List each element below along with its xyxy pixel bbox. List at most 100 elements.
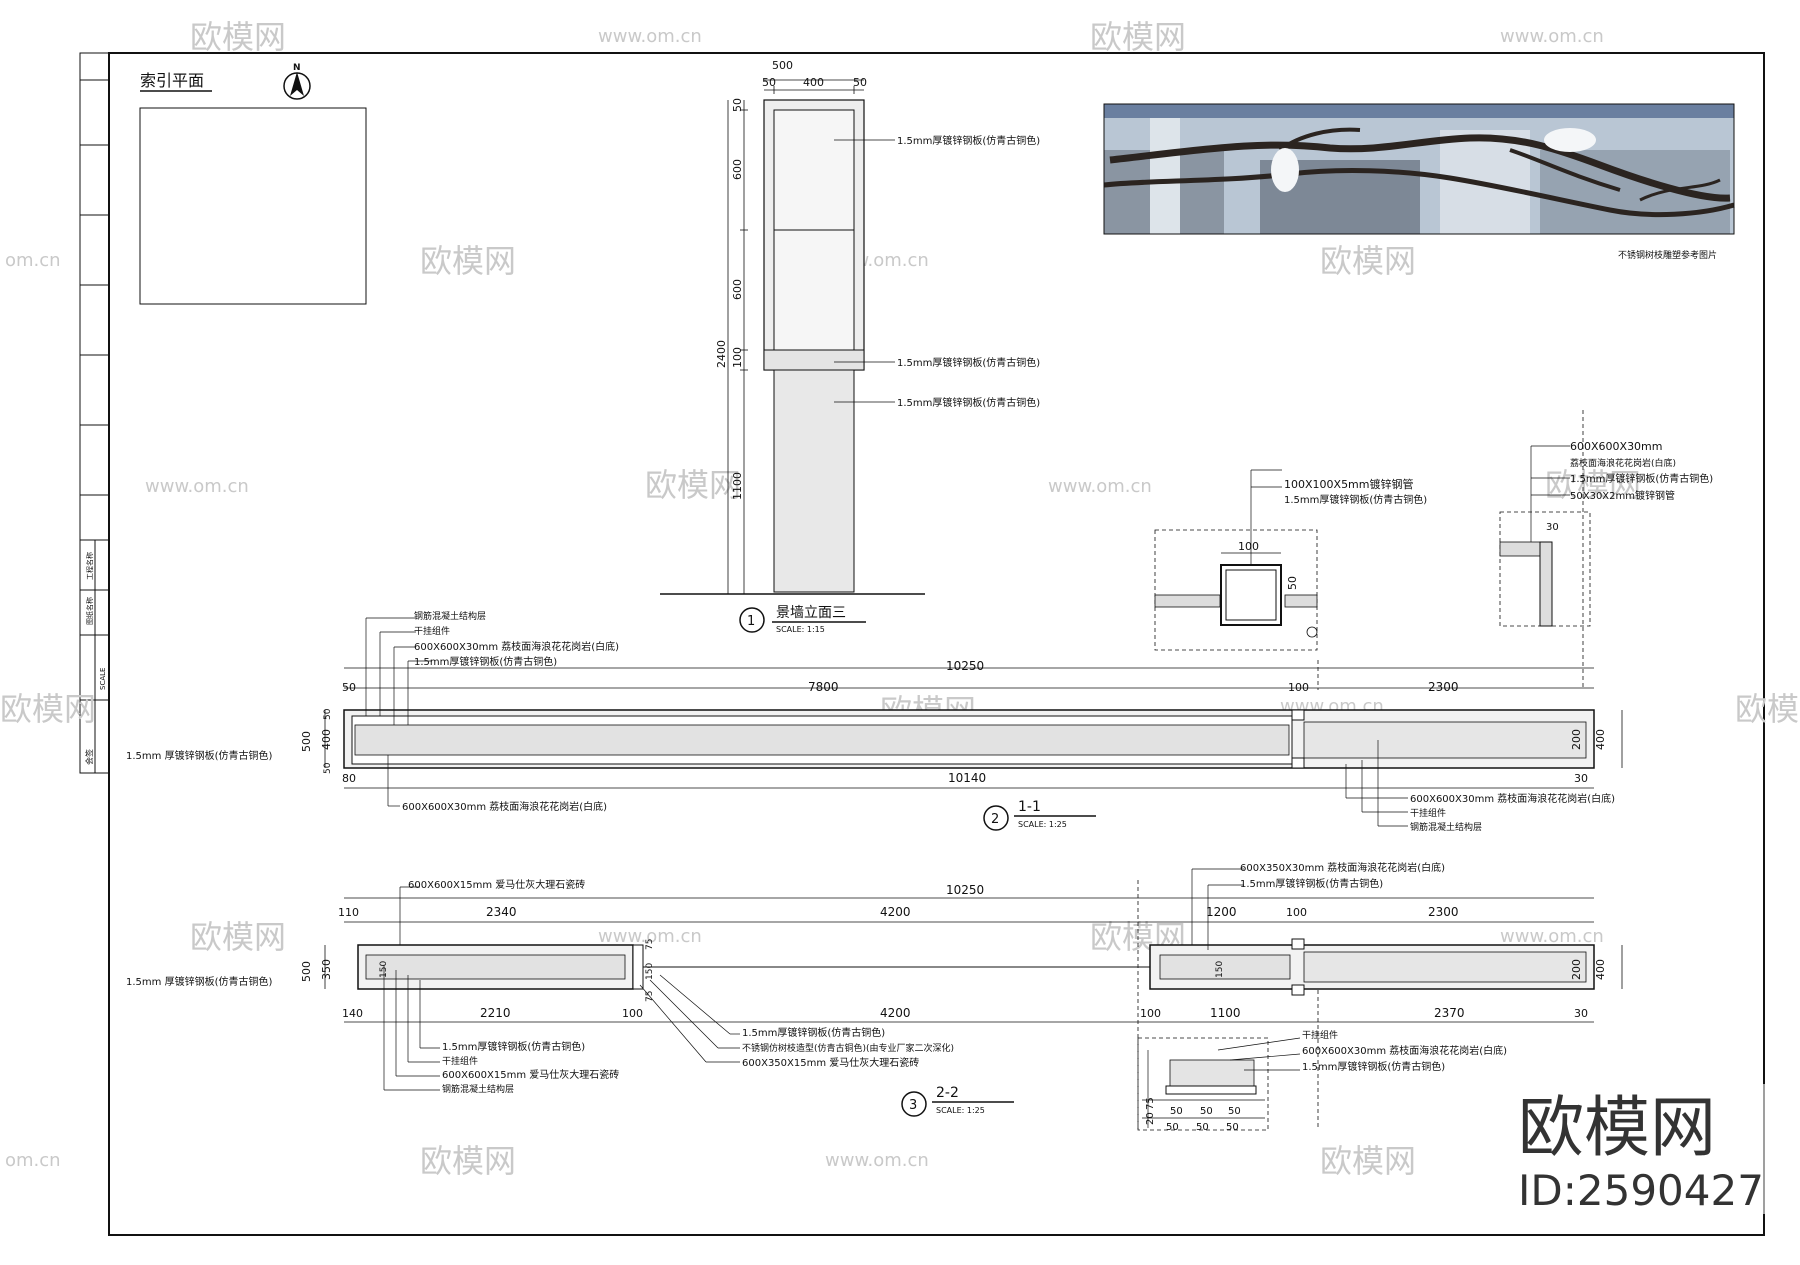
elev-dim-side-0: 50	[731, 98, 744, 112]
watermark-url: www.om.cn	[598, 26, 702, 47]
s2-dim-bottom-6: 2370	[1434, 1006, 1465, 1020]
s1-dim-bottom-2: 30	[1574, 772, 1588, 785]
section-1-wall	[324, 410, 1623, 827]
s1-dim-top-1: 50	[342, 681, 356, 694]
elevation-wall	[660, 79, 925, 595]
s1-title: 1-1	[1018, 799, 1041, 815]
s1-callout-top-2: 600X600X30mm 荔枝面海浪花花岗岩(白底)	[414, 640, 619, 653]
s2-dim-top-4: 1200	[1206, 905, 1237, 919]
s2-detail-dim-3: 50	[1166, 1122, 1179, 1133]
index-plan-title: 索引平面	[140, 71, 204, 90]
s2-dim-bottom-5: 1100	[1210, 1006, 1241, 1020]
section-2-wall	[324, 868, 1623, 1131]
s1-dim-right-1: 400	[1594, 729, 1607, 750]
s2-dim-bottom-1: 2210	[480, 1006, 511, 1020]
s2-dim-right-2: 400	[1594, 959, 1607, 980]
s2-dim-side-0: 500	[300, 961, 313, 982]
elev-dim-side-5: 2400	[715, 340, 728, 368]
photo-caption: 不锈钢树枝雕塑参考图片	[1618, 249, 1717, 261]
elev-callout-0: 1.5mm厚镀锌钢板(仿青古铜色)	[897, 134, 1040, 147]
watermarks: 欧模网 www.om.cn 欧模网 www.om.cn 欧模网 www.om.c…	[0, 18, 1800, 1180]
s2-callout-bottom-right-1: 600X600X30mm 荔枝面海浪花花岗岩(白底)	[1302, 1044, 1507, 1057]
s1-callout-bottom: 600X600X30mm 荔枝面海浪花花岗岩(白底)	[402, 800, 607, 813]
watermark-url-short: om.cn	[5, 1150, 61, 1171]
watermark-brand: 欧模网	[190, 918, 286, 956]
s1-callout-right-2: 钢筋混凝土结构层	[1410, 821, 1482, 833]
s1-callout-top-1: 干挂组件	[414, 625, 450, 637]
s2-dim-top-5: 100	[1286, 906, 1307, 919]
s2-title: 2-2	[936, 1085, 959, 1101]
s2-callout-top-right-0: 600X350X30mm 荔枝面海浪花花岗岩(白底)	[1240, 861, 1445, 874]
s2-callout-left: 1.5mm 厚镀锌钢板(仿青古铜色)	[126, 975, 272, 988]
s2-dim-bottom-3: 4200	[880, 1006, 911, 1020]
detail-a-frame	[1154, 529, 1318, 651]
elev-dim-side-4: 1100	[731, 472, 744, 500]
elev-title: 景墙立面三	[776, 605, 846, 621]
brand-id: ID:2590427	[1518, 1166, 1764, 1215]
watermark-url: www.om.cn	[1500, 926, 1604, 947]
s1-dim-bottom-0: 80	[342, 772, 356, 785]
brand-backdrop	[1498, 1084, 1766, 1214]
s2-dim-mid-0: 75	[645, 939, 655, 950]
watermark-brand: 欧模网	[1735, 690, 1800, 728]
s2-dim-top-0: 10250	[946, 883, 984, 897]
s2-callout-bottom-left-0: 1.5mm厚镀锌钢板(仿青古铜色)	[442, 1040, 585, 1053]
detail-a	[1154, 469, 1318, 638]
detail-b-dim-0: 30	[1546, 522, 1559, 533]
title-block-text-2: 图纸名称	[85, 597, 94, 625]
watermark-url: www.om.cn	[1048, 476, 1152, 497]
elev-dim-side-3: 100	[731, 347, 744, 368]
s1-callout-top-3: 1.5mm厚镀锌钢板(仿青古铜色)	[414, 655, 557, 668]
s1-number: 2	[991, 812, 999, 827]
s2-scale: SCALE: 1:25	[936, 1106, 985, 1115]
s2-callout-bottom-mid-2: 600X350X15mm 爱马仕灰大理石瓷砖	[742, 1056, 919, 1069]
title-block-text-0: 会签	[84, 749, 94, 765]
s2-dim-right-1: 200	[1570, 959, 1583, 980]
title-block-text-1: 工程名称	[85, 552, 94, 580]
s1-scale: SCALE: 1:25	[1018, 820, 1067, 829]
s2-dim-bottom-4: 100	[1140, 1007, 1161, 1020]
s2-callout-top-right-1: 1.5mm厚镀锌钢板(仿青古铜色)	[1240, 877, 1383, 890]
watermark-url: www.om.cn	[145, 476, 249, 497]
s1-dim-top-4: 2300	[1428, 680, 1459, 694]
s2-callout-bottom-left-1: 干挂组件	[442, 1055, 478, 1067]
elev-dim-top-1: 50	[762, 76, 776, 89]
detail-a-callout-0: 100X100X5mm镀锌钢管	[1284, 477, 1414, 491]
s2-detail-dim-5: 50	[1226, 1122, 1239, 1133]
s2-detail-dim-7: 20	[1145, 1112, 1156, 1125]
elev-dim-side-2: 600	[731, 279, 744, 300]
elev-callout-1: 1.5mm厚镀锌钢板(仿青古铜色)	[897, 356, 1040, 369]
watermark-url: www.om.cn	[598, 926, 702, 947]
detail-a-dim-1: 50	[1286, 576, 1299, 590]
s2-detail-dim-1: 50	[1200, 1106, 1213, 1117]
s2-dim-bottom-2: 100	[622, 1007, 643, 1020]
s1-callout-top-0: 钢筋混凝土结构层	[414, 610, 486, 622]
detail-b-callout-2: 1.5mm厚镀锌钢板(仿青古铜色)	[1570, 472, 1713, 485]
watermark-brand: 欧模网	[0, 690, 96, 728]
s2-number: 3	[909, 1098, 917, 1113]
watermark-brand: 欧模网	[645, 466, 741, 504]
reference-photo	[1103, 103, 1735, 235]
elev-dim-total: 500	[772, 59, 793, 72]
s1-callout-right-0: 600X600X30mm 荔枝面海浪花花岗岩(白底)	[1410, 792, 1615, 805]
s2-detail-dim-6: 75	[1145, 1097, 1156, 1110]
watermark-brand: 欧模网	[1320, 1142, 1416, 1180]
elev-number-circle	[739, 607, 765, 633]
s1-dim-top-3: 100	[1288, 681, 1309, 694]
s2-dim-top-3: 4200	[880, 905, 911, 919]
watermark-url: www.om.cn	[1500, 26, 1604, 47]
s2-dim-mid-1: 150	[645, 963, 655, 980]
north-arrow-icon: N	[283, 63, 311, 100]
watermark-url-short: om.cn	[5, 250, 61, 271]
elev-dim-top-2: 400	[803, 76, 824, 89]
s2-dim-top-1: 110	[338, 906, 359, 919]
s2-callout-top-left: 600X600X15mm 爱马仕灰大理石瓷砖	[408, 878, 585, 891]
detail-b-callout-1: 荔枝面海浪花花岗岩(白底)	[1570, 457, 1676, 469]
index-plan-box	[139, 107, 367, 305]
elev-scale: SCALE: 1:15	[776, 625, 825, 634]
s2-callout-bottom-left-2: 600X600X15mm 爱马仕灰大理石瓷砖	[442, 1068, 619, 1081]
s2-dim-bottom-0: 140	[342, 1007, 363, 1020]
s2-callout-bottom-mid-1: 不锈钢仿树枝造型(仿青古铜色)(由专业厂家二次深化)	[742, 1042, 954, 1054]
s2-detail-dim-2: 50	[1228, 1106, 1241, 1117]
